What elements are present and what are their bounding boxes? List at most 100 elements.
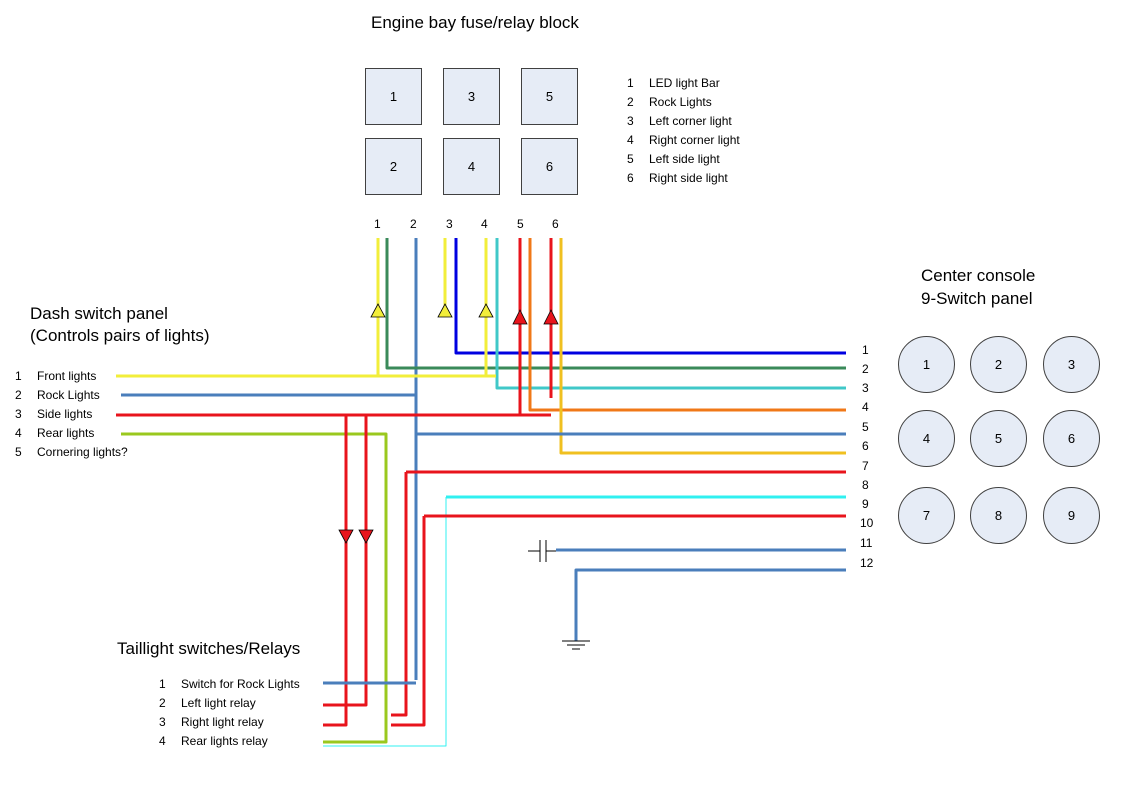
console-wire-number: 3	[862, 381, 869, 395]
console-wire-number: 5	[862, 420, 869, 434]
console-switch-5[interactable]: 5	[970, 410, 1027, 467]
wire-side-drop-2	[323, 415, 368, 707]
dash-switch-label: Cornering lights?	[37, 445, 128, 459]
taillight-item[interactable]: 3 Right light relay	[159, 713, 300, 732]
legend-number: 2	[627, 95, 634, 109]
taillight-label: Left light relay	[181, 696, 256, 710]
console-wire-number: 10	[860, 516, 874, 530]
engine-bay-title: Engine bay fuse/relay block	[371, 13, 579, 32]
legend-number: 3	[627, 114, 634, 128]
relay-box-6[interactable]: 6	[521, 138, 578, 195]
taillight-item[interactable]: 1 Switch for Rock Lights	[159, 675, 300, 694]
taillight-label: Rear lights relay	[181, 734, 268, 748]
wire-engine-3-blue	[454, 238, 846, 355]
console-wire-number: 6	[862, 439, 869, 453]
wire-console-9-drop	[323, 497, 447, 747]
dash-panel-title: Dash switch panel	[30, 304, 168, 323]
engine-wire-number: 4	[481, 217, 488, 231]
console-wire-number: 9	[862, 497, 869, 511]
dash-panel-subtitle: (Controls pairs of lights)	[30, 326, 210, 345]
dash-switch-number: 1	[15, 369, 22, 383]
legend-item: 1 LED light Bar	[627, 74, 740, 93]
console-switch-8[interactable]: 8	[970, 487, 1027, 544]
dash-switch-label: Side lights	[37, 407, 93, 421]
legend-number: 4	[627, 133, 634, 147]
wire-engine-5-orange	[528, 238, 846, 412]
legend-label: Right corner light	[649, 133, 740, 147]
taillight-item[interactable]: 4 Rear lights relay	[159, 732, 300, 751]
taillight-label: Switch for Rock Lights	[181, 677, 300, 691]
legend-item: 3 Left corner light	[627, 112, 740, 131]
taillight-number: 3	[159, 715, 166, 729]
legend-label: Rock Lights	[649, 95, 712, 109]
legend-label: Right side light	[649, 171, 728, 185]
legend-item: 4 Right corner light	[627, 131, 740, 150]
dash-switch-label: Rock Lights	[37, 388, 100, 402]
wire-engine-2-green	[385, 238, 846, 370]
console-switch-7[interactable]: 7	[898, 487, 955, 544]
console-switch-9[interactable]: 9	[1043, 487, 1100, 544]
fuse-arrows	[338, 303, 559, 544]
relay-box-1[interactable]: 1	[365, 68, 422, 125]
relay-box-2[interactable]: 2	[365, 138, 422, 195]
legend-number: 6	[627, 171, 634, 185]
ground-symbol	[562, 640, 590, 650]
legend-label: LED light Bar	[649, 76, 720, 90]
dash-switch-number: 3	[15, 407, 22, 421]
dash-switch-number: 4	[15, 426, 22, 440]
taillight-number: 2	[159, 696, 166, 710]
relay-box-3[interactable]: 3	[443, 68, 500, 125]
center-console-title: Center console	[921, 266, 1036, 285]
console-wire-number: 7	[862, 459, 869, 473]
relay-box-4[interactable]: 4	[443, 138, 500, 195]
engine-wire-number: 1	[374, 217, 381, 231]
taillight-number: 1	[159, 677, 166, 691]
console-wire-number: 12	[860, 556, 874, 570]
console-switch-1[interactable]: 1	[898, 336, 955, 393]
console-switch-2[interactable]: 2	[970, 336, 1027, 393]
wire-engine-4-cyan	[495, 238, 846, 390]
dash-switch-number: 5	[15, 445, 22, 459]
wire-console-7	[391, 470, 846, 717]
legend-number: 1	[627, 76, 634, 90]
engine-wire-number: 6	[552, 217, 559, 231]
console-wire-number: 4	[862, 400, 869, 414]
console-wire-number: 2	[862, 362, 869, 376]
engine-wire-number: 3	[446, 217, 453, 231]
engine-wire-number: 2	[410, 217, 417, 231]
console-wire-number: 1	[862, 343, 869, 357]
console-switch-6[interactable]: 6	[1043, 410, 1100, 467]
wire-engine-6-amber	[559, 238, 846, 455]
taillight-title: Taillight switches/Relays	[117, 639, 301, 658]
dash-switch-item[interactable]: 3 Side lights	[15, 405, 128, 424]
engine-bay-legend: 1 LED light Bar 2 Rock Lights 3 Left corner…	[627, 74, 740, 188]
legend-item: 6 Right side light	[627, 169, 740, 188]
dash-switch-item[interactable]: 2 Rock Lights	[15, 386, 128, 405]
wire-dash-rear	[121, 432, 388, 744]
console-wire-number: 11	[860, 536, 873, 550]
console-switch-4[interactable]: 4	[898, 410, 955, 467]
legend-label: Left corner light	[649, 114, 732, 128]
wire-console-12	[574, 568, 846, 641]
dash-switch-number: 2	[15, 388, 22, 402]
legend-label: Left side light	[649, 152, 720, 166]
taillight-item[interactable]: 2 Left light relay	[159, 694, 300, 713]
taillight-label: Right light relay	[181, 715, 264, 729]
dash-switch-item[interactable]: 5 Cornering lights?	[15, 443, 128, 462]
console-wire-number: 8	[862, 478, 869, 492]
taillight-number: 4	[159, 734, 166, 748]
dash-switch-item[interactable]: 4 Rear lights	[15, 424, 128, 443]
engine-wire-number: 5	[517, 217, 524, 231]
dash-switch-item[interactable]: 1 Front lights	[15, 367, 128, 386]
console-switch-3[interactable]: 3	[1043, 336, 1100, 393]
wire-side-drop-1	[323, 415, 348, 727]
taillight-list: 1 Switch for Rock Lights 2 Left light rela…	[159, 675, 300, 751]
relay-box-5[interactable]: 5	[521, 68, 578, 125]
wire-console-10	[391, 514, 846, 727]
dash-switch-label: Rear lights	[37, 426, 95, 440]
dash-switch-label: Front lights	[37, 369, 97, 383]
capacitor-symbol	[528, 540, 556, 562]
